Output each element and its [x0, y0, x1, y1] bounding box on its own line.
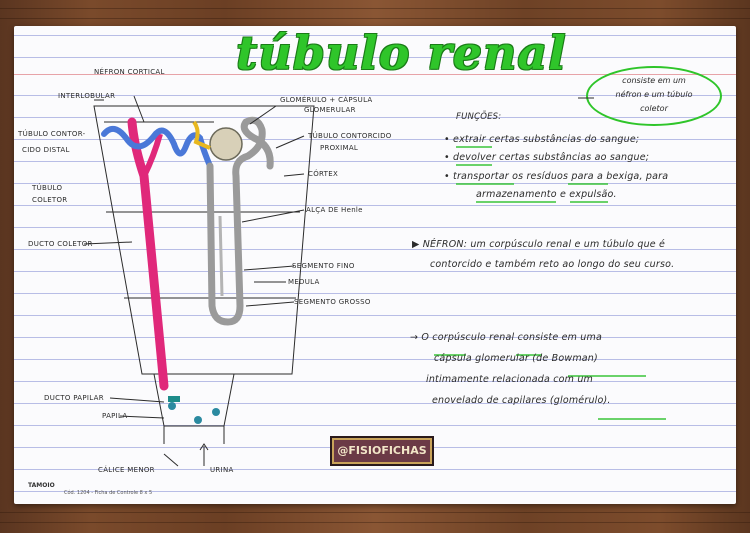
corpusculo-line-2: cápsula glomerular (de Bowman)	[434, 353, 598, 364]
label-calice-menor: CÁLICE MENOR	[98, 466, 155, 474]
corpusculo-text-1: O corpúsculo renal consiste em uma	[421, 332, 602, 343]
label-tubulo-proximal-2: PROXIMAL	[320, 144, 358, 152]
label-tubulo-coletor-2: COLETOR	[32, 196, 67, 204]
corpusculo-line-4: enovelado de capilares (glomérulo).	[432, 395, 611, 406]
funcao-text-1: extrair certas substâncias do sangue;	[453, 134, 639, 145]
index-card: túbulo renal consiste em um néfron e um …	[14, 26, 736, 504]
label-glomerulo-1: GLOMÉRULO + CÁPSULA	[280, 96, 373, 104]
label-glomerulo-2: GLOMERULAR	[304, 106, 356, 114]
label-medula: MEDULA	[288, 278, 320, 286]
label-tubulo-distal-1: TÚBULO CONTOR-	[18, 130, 85, 138]
funcao-text-2: devolver certas substâncias ao sangue;	[453, 152, 649, 163]
funcoes-heading: FUNÇÕES:	[456, 112, 501, 122]
nefron-def-text-1: NÉFRON: um corpúsculo renal e um túbulo …	[423, 239, 665, 250]
label-interlobular: INTERLOBULAR	[58, 92, 115, 100]
label-tubulo-distal-2: CIDO DISTAL	[22, 146, 70, 154]
funcao-text-3: transportar os resíduos para a bexiga, p…	[453, 171, 668, 182]
corpusculo-line-3: intimamente relacionada com um	[426, 374, 593, 385]
label-tubulo-coletor-1: TÚBULO	[32, 184, 62, 192]
brand-tag: @FISIOFICHAS	[330, 436, 434, 466]
label-urina: URINA	[210, 466, 234, 474]
funcao-text-4: armazenamento e expulsão.	[476, 189, 617, 200]
label-tubulo-proximal-1: TÚBULO CONTORCIDO	[308, 132, 392, 140]
label-ducto-coletor: DUCTO COLETOR	[28, 240, 93, 248]
label-alca-henle: ALÇA DE Henle	[306, 206, 363, 214]
label-ducto-papilar: DUCTO PAPILAR	[44, 394, 104, 402]
label-papila: PAPILA	[102, 412, 128, 420]
nefron-def-line-1: ▶ NÉFRON: um corpúsculo renal e um túbul…	[412, 239, 665, 250]
label-segmento-grosso: SEGMENTO GROSSO	[294, 298, 371, 306]
funcao-item-1: • extrair certas substâncias do sangue;	[444, 134, 639, 145]
corpusculo-line-1: → O corpúsculo renal consiste em uma	[410, 332, 602, 343]
card-logo: TAMOIO	[28, 482, 55, 489]
label-cortex: CÓRTEX	[308, 170, 338, 178]
funcao-item-3: • transportar os resíduos para a bexiga,…	[444, 171, 668, 182]
label-segmento-fino: SEGMENTO FINO	[292, 262, 355, 270]
label-nefron-cortical: NÉFRON CORTICAL	[94, 68, 165, 76]
card-code: Cód. 1204 - Ficha de Controle 8 x 5	[64, 490, 152, 496]
funcao-item-2: • devolver certas substâncias ao sangue;	[444, 152, 649, 163]
nefron-def-line-2: contorcido e também reto ao longo do seu…	[430, 259, 674, 270]
